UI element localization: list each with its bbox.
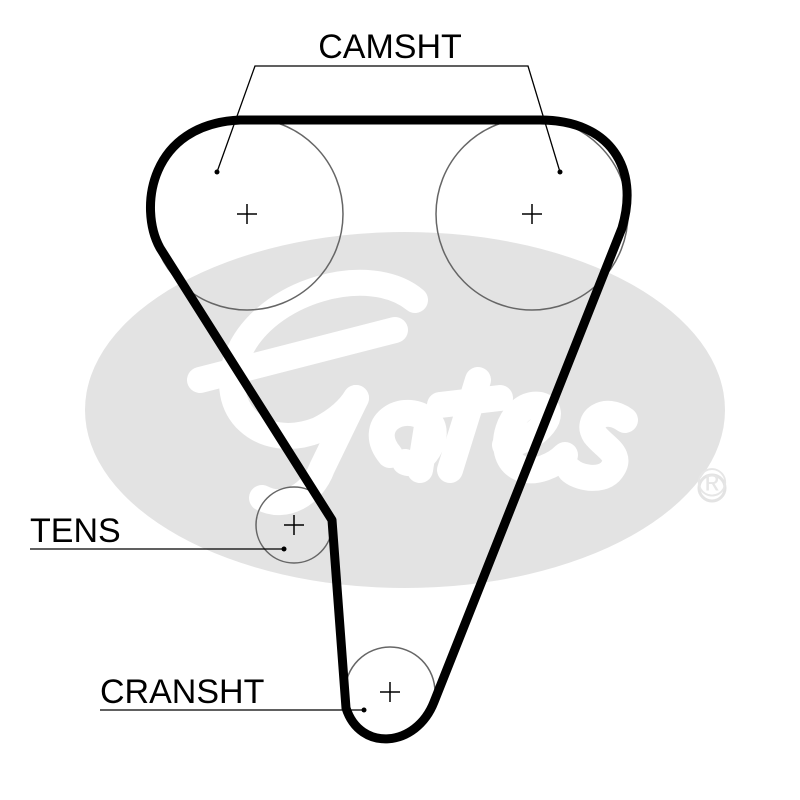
- camshaft-leader: [216, 65, 561, 173]
- crankshaft-dot: [361, 707, 367, 713]
- leader-dots: [214, 169, 563, 713]
- tensioner-label: TENS: [30, 512, 121, 550]
- gates-logo-watermark: ®: [85, 232, 727, 588]
- leader-lines: [30, 65, 561, 711]
- camshaft-left-center-icon: [237, 204, 257, 224]
- timing-belt: [145, 115, 632, 744]
- logo-script-letters: [187, 269, 638, 516]
- crankshaft-center-icon: [380, 682, 400, 702]
- camshaft-left-dot: [214, 169, 220, 175]
- camshaft-right-dot: [557, 169, 563, 175]
- tensioner-center-icon: [284, 515, 304, 535]
- pulley-center-marks: [237, 204, 542, 702]
- camshaft-right-center-icon: [522, 204, 542, 224]
- registered-mark-icon: [697, 473, 727, 503]
- crankshaft-label: CRANSHT: [100, 673, 264, 711]
- camshaft-label: CAMSHT: [318, 28, 462, 66]
- registered-mark-glyph: ®: [697, 461, 726, 505]
- tensioner-dot: [281, 546, 287, 552]
